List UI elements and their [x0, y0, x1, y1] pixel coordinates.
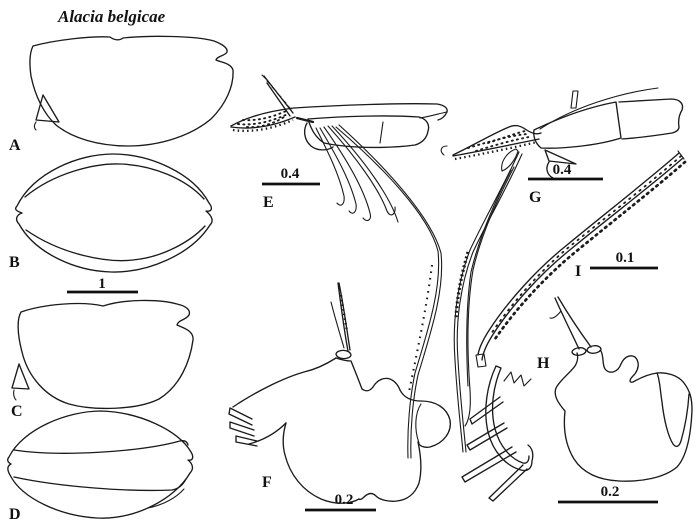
tooth-row [503, 371, 532, 387]
long-setae-pair [453, 151, 523, 453]
body-top-edge [335, 357, 401, 392]
panel-d-carapace-dorsal [7, 410, 194, 519]
limb-upper-edge [293, 103, 448, 121]
spine-serration [339, 294, 349, 332]
panel-f-mandible [228, 282, 451, 504]
scale-bars [67, 177, 658, 512]
flap-tail [13, 389, 17, 401]
lobe-stipple [237, 110, 289, 129]
long-swimming-seta [335, 124, 443, 459]
spine-socket [335, 349, 352, 360]
apical-spine [554, 296, 592, 350]
large-claw [485, 365, 534, 472]
panel-label-g: G [529, 189, 542, 206]
palp-fingers [228, 407, 258, 447]
panel-label-f: F [262, 474, 272, 491]
ventral-flap [544, 149, 577, 179]
scale-value-b: 1 [98, 276, 106, 292]
flap-tail [33, 121, 37, 131]
claw-top-cap [677, 150, 685, 160]
valve-inner-edge-bottom [25, 225, 206, 262]
panel-i-serrated-claw [475, 150, 687, 368]
carapace-outline [17, 299, 194, 410]
segment-divider [379, 121, 384, 144]
muscle-scar-flap [11, 363, 30, 390]
panel-a-carapace-lateral [29, 35, 234, 147]
dorsal-cleft [656, 372, 690, 448]
spine-sockets [571, 345, 602, 356]
valves-outline [14, 153, 213, 273]
scale-value-i: 0.1 [616, 250, 635, 266]
lobe-stipple [467, 130, 530, 152]
setae-fan [315, 125, 399, 223]
panel-c-carapace-lateral [11, 299, 194, 410]
panel-label-i: I [575, 263, 581, 280]
panel-b-carapace-dorsal [14, 153, 213, 273]
basal-lobe [399, 389, 451, 448]
carapace-outline [29, 35, 234, 147]
body-bottom-edge [358, 441, 422, 502]
claw-shaft [477, 152, 684, 361]
arm-upper-edge [232, 357, 337, 408]
apical-spine [337, 282, 351, 352]
claw-denticles [493, 160, 687, 341]
panel-label-d: D [9, 506, 21, 523]
valve-inner-edge-top [13, 439, 189, 454]
valve-inner-edge-bottom [13, 476, 187, 492]
panel-label-a: A [9, 137, 21, 154]
scale-value-h: 0.2 [601, 484, 620, 500]
body-right-edge [618, 372, 693, 482]
long-seta-inner [464, 166, 515, 427]
main-segment [533, 101, 622, 149]
panel-e-antenna [230, 74, 448, 459]
spine-barbs [261, 74, 292, 110]
valve-edge-detail [147, 488, 185, 509]
limb-segment [307, 115, 430, 149]
body-left-edge [282, 422, 360, 504]
arm-lower-edge [248, 422, 287, 445]
anterior-hook-mark [440, 145, 448, 156]
setae-serrated-band [454, 251, 470, 319]
muscle-scar-flap [35, 94, 60, 123]
scale-value-g: 0.4 [553, 162, 572, 178]
seta-serration [407, 264, 434, 393]
figure-title: Alacia belgicae [57, 7, 166, 26]
lobe-spine-fringe [232, 118, 294, 132]
lobe-spine-fringe [454, 140, 538, 161]
panel-g-antenna [440, 87, 684, 453]
lobe-inner-line [415, 403, 422, 444]
claw-tip-socket [475, 353, 487, 368]
panel-label-b: B [9, 254, 20, 271]
body-top-edge [600, 350, 658, 383]
valve-inner-edge-top [24, 163, 205, 200]
dorsal-seta-arc [539, 87, 659, 130]
basal-loop [501, 148, 519, 172]
truncated-setae-tubes [461, 396, 528, 502]
spine-barb [549, 310, 562, 319]
segment-taper [419, 111, 448, 119]
panel-label-h: H [537, 355, 550, 372]
seta-marker-box [570, 90, 579, 109]
basal-wedge [295, 116, 315, 124]
scale-value-f: 0.2 [335, 492, 354, 508]
accessory-spine [330, 301, 345, 349]
valves-outline [7, 410, 194, 519]
scale-value-e: 0.4 [281, 166, 300, 182]
body-bottom-left [554, 352, 620, 482]
panel-label-c: C [11, 403, 23, 420]
panel-h-mandible [461, 296, 693, 502]
distal-segment [618, 98, 684, 140]
panel-label-e: E [263, 194, 274, 211]
